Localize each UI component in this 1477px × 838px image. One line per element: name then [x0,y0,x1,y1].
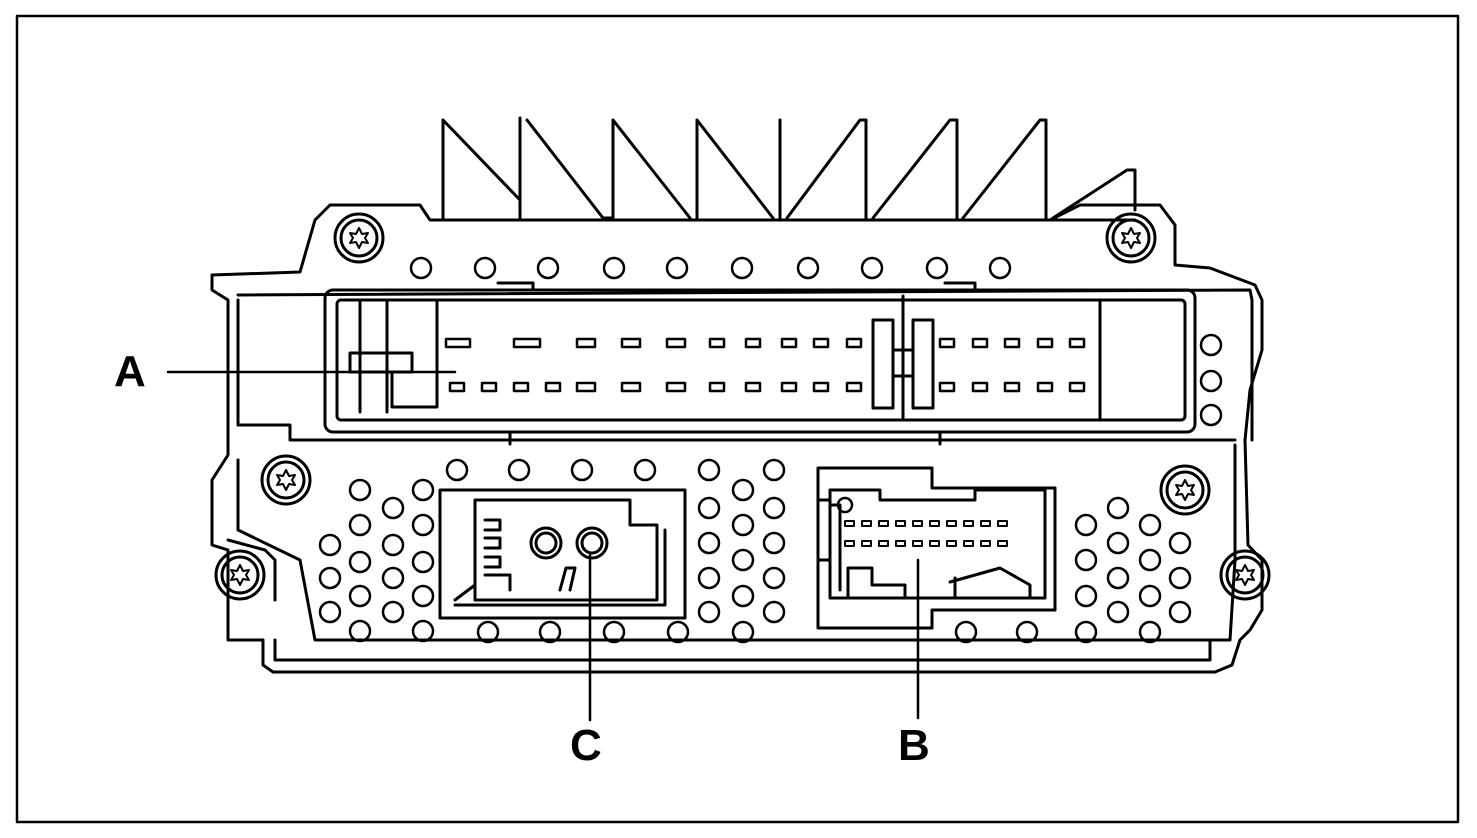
torx-screw-icon [333,212,385,264]
antenna-socket-right [575,526,609,560]
connector-b [816,466,1057,630]
heatsink-fins [441,116,1137,222]
connector-a [323,281,1197,446]
callout-label-a: A [114,347,146,396]
connector-a-pins [444,337,1086,393]
torx-screw-icon [1159,464,1211,516]
connector-b-pins [844,520,1008,547]
connector-c [438,488,687,620]
ventilation-holes [318,256,1223,644]
torx-screw-icon [1105,212,1157,264]
torx-screw-icon [214,549,266,601]
callout-label-b: B [898,721,930,770]
diagram-border [15,14,1460,824]
antenna-socket-left [529,526,563,560]
torx-screw-icon [260,454,312,506]
callout-label-c: C [570,721,602,770]
torx-screw-icon [1219,549,1271,601]
